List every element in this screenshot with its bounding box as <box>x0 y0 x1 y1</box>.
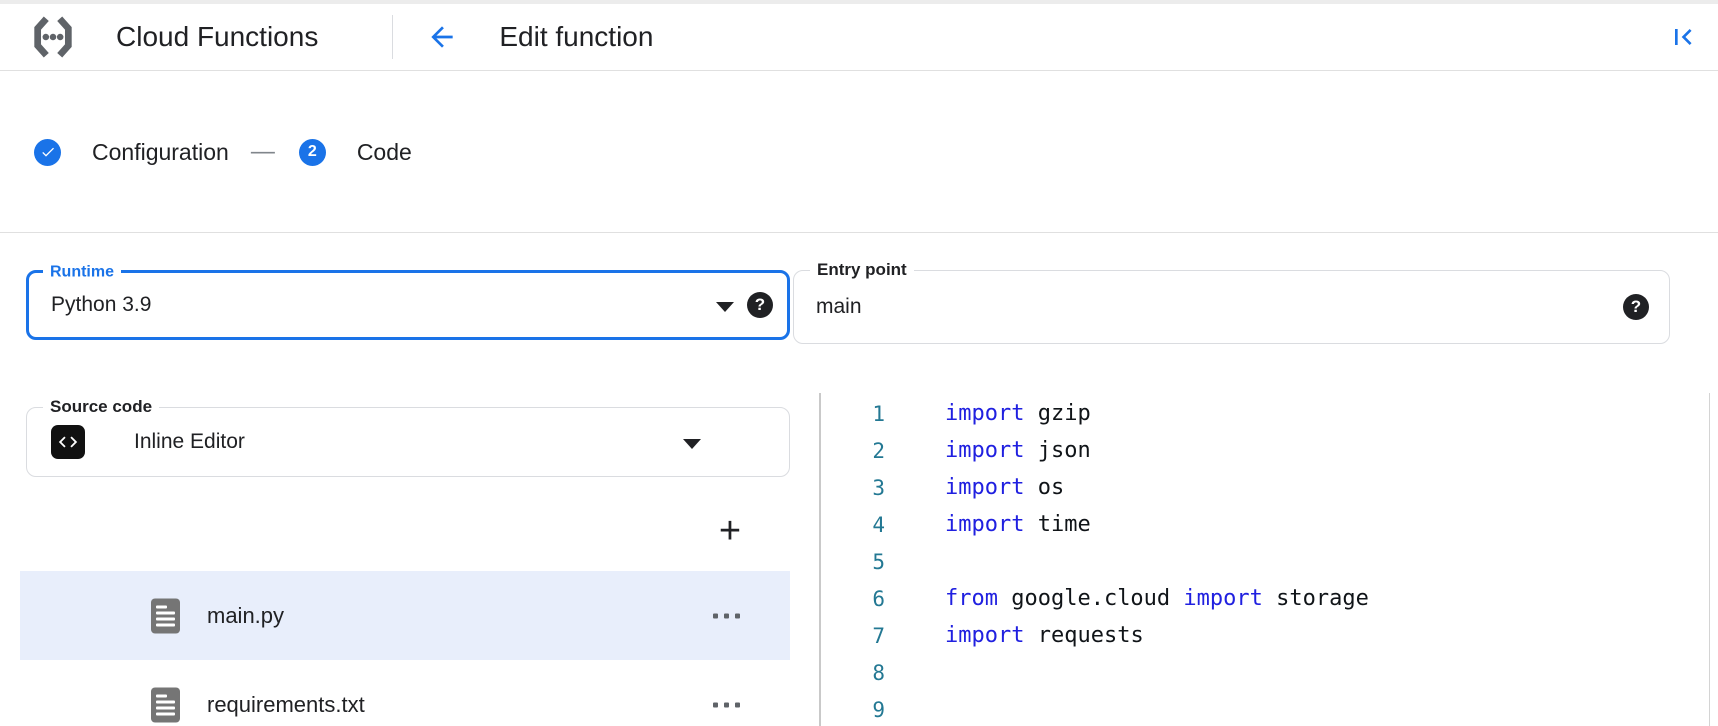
line-number: 7 <box>872 623 885 648</box>
code-line-8[interactable]: 8 <box>821 654 1709 691</box>
line-source: import time <box>945 512 1091 537</box>
file-name: main.py <box>207 602 285 628</box>
code-line-5[interactable]: 5 <box>821 543 1709 580</box>
code-line-7[interactable]: 7 import requests <box>821 617 1709 654</box>
line-number: 4 <box>872 512 885 537</box>
file-name: requirements.txt <box>207 691 365 717</box>
top-strip <box>0 0 1718 4</box>
line-number: 6 <box>872 586 885 611</box>
step-code-label[interactable]: Code <box>356 138 412 165</box>
step-code-indicator[interactable]: 2 <box>298 138 326 166</box>
line-number: 8 <box>872 660 885 685</box>
page-title: Edit function <box>499 21 654 52</box>
code-line-6[interactable]: 6 from google.cloud import storage <box>821 580 1709 617</box>
line-source: import requests <box>945 623 1144 648</box>
check-icon <box>41 147 54 157</box>
product-title: Cloud Functions <box>116 21 319 52</box>
line-number: 1 <box>872 401 885 426</box>
file-more-options-icon[interactable] <box>713 613 740 618</box>
source-code-dropdown-caret-icon[interactable] <box>683 439 701 449</box>
runtime-select[interactable]: Runtime Python 3.9 ? <box>26 263 790 340</box>
line-source: import gzip <box>945 401 1091 426</box>
entry-point-field[interactable]: Entry point main ? <box>793 260 1670 344</box>
header-divider <box>392 15 394 59</box>
entry-point-value[interactable]: main <box>816 295 862 318</box>
code-editor[interactable]: 1 import gzip 2 import json 3 import os 4 impor… <box>819 393 1710 726</box>
source-code-label: Source code <box>43 397 160 418</box>
line-number: 5 <box>872 549 885 574</box>
file-list: main.py requirements.txt <box>20 571 790 726</box>
code-line-3[interactable]: 3 import os <box>821 469 1709 506</box>
line-source: from google.cloud import storage <box>945 586 1369 611</box>
step-configuration-indicator[interactable] <box>34 138 61 166</box>
file-row-main.py[interactable]: main.py <box>20 571 790 660</box>
section-divider <box>0 232 1718 233</box>
code-line-4[interactable]: 4 import time <box>821 506 1709 543</box>
runtime-help-icon[interactable]: ? <box>747 292 773 318</box>
add-file-button[interactable]: + <box>718 510 742 552</box>
source-code-value: Inline Editor <box>134 430 245 453</box>
back-button[interactable] <box>425 20 459 54</box>
line-source: import os <box>945 475 1065 500</box>
line-source: import json <box>945 438 1091 463</box>
code-line-2[interactable]: 2 import json <box>821 432 1709 469</box>
collapse-panel-icon <box>1675 29 1692 45</box>
source-code-select[interactable]: Source code Inline Editor <box>26 397 790 477</box>
file-row-requirements.txt[interactable]: requirements.txt <box>20 660 790 726</box>
entry-point-label: Entry point <box>810 260 914 281</box>
file-icon <box>151 598 180 633</box>
step-configuration-label[interactable]: Configuration <box>92 138 229 165</box>
file-icon <box>151 687 180 722</box>
line-number: 3 <box>872 475 885 500</box>
code-line-9[interactable]: 9 <box>821 691 1709 726</box>
runtime-value: Python 3.9 <box>51 293 152 316</box>
stepper: Configuration — 2 Code <box>34 125 412 179</box>
code-line-1[interactable]: 1 import gzip <box>821 395 1709 432</box>
code-icon <box>51 425 85 459</box>
line-number: 2 <box>872 438 885 463</box>
stepper-separator: — <box>250 138 275 165</box>
cloud-functions-logo-icon <box>34 16 72 58</box>
line-number: 9 <box>872 697 885 722</box>
file-more-options-icon[interactable] <box>713 702 740 707</box>
runtime-label: Runtime <box>43 263 121 282</box>
step-code-number: 2 <box>307 143 317 160</box>
entry-point-help-icon[interactable]: ? <box>1623 294 1649 320</box>
runtime-dropdown-caret-icon[interactable] <box>716 302 734 312</box>
arrow-back-icon <box>431 26 454 48</box>
header-bar: Cloud Functions Edit function <box>0 4 1718 71</box>
collapse-panel-button[interactable] <box>1666 20 1700 54</box>
